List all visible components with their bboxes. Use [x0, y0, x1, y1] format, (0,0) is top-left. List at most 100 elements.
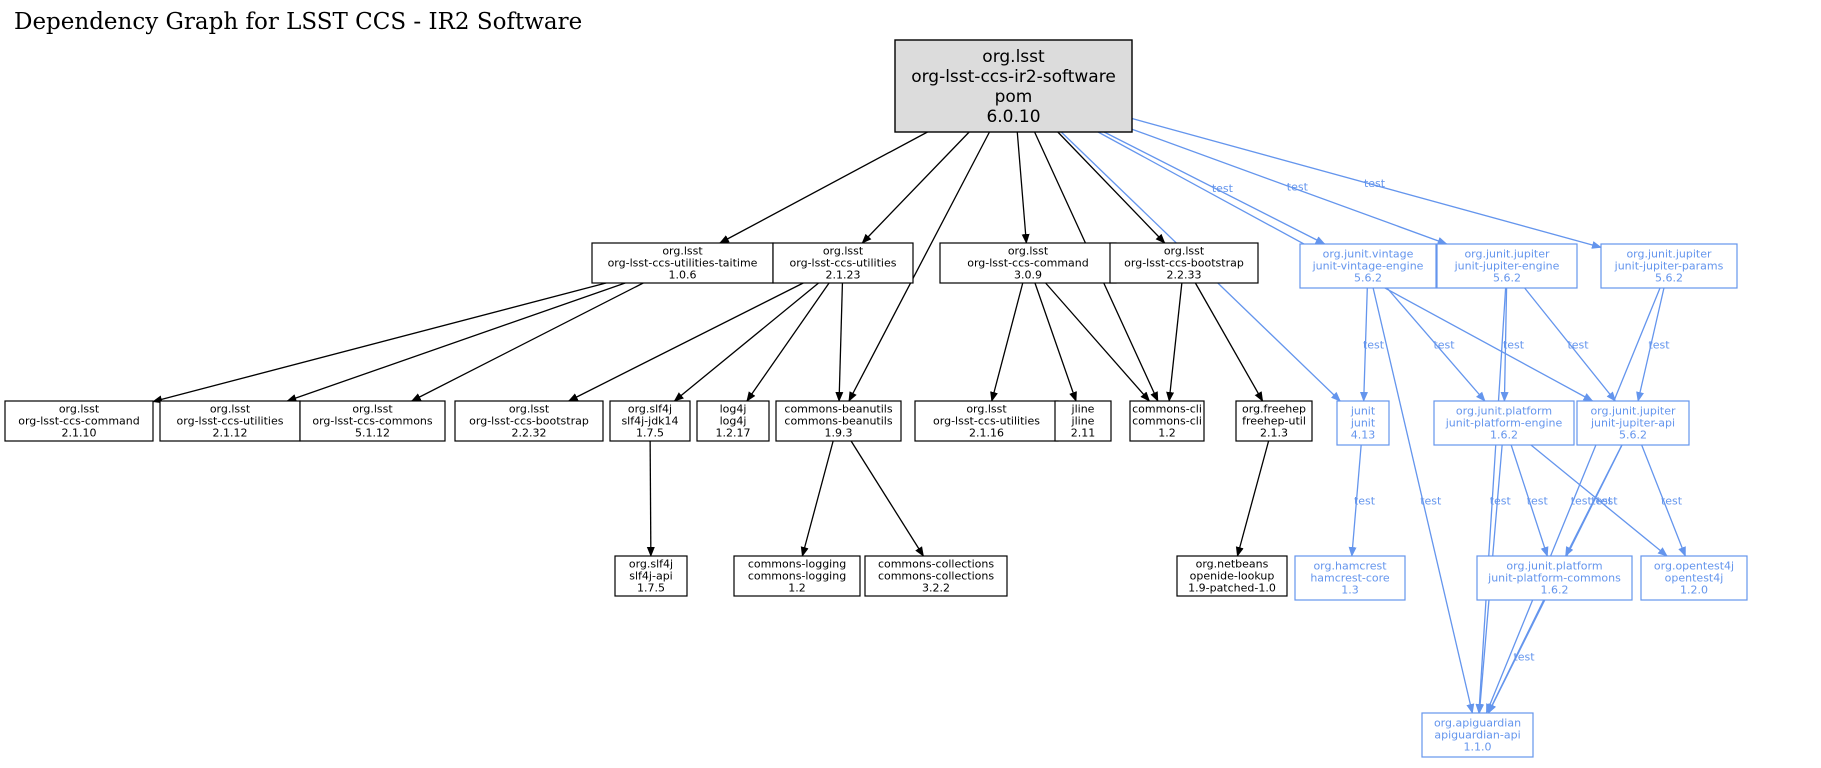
edge-label-test: test	[1420, 495, 1442, 508]
node-label-line: 3.2.2	[922, 582, 950, 595]
node-box	[939, 242, 1117, 284]
edge-label-test: test	[1364, 177, 1386, 190]
node-box	[1433, 400, 1575, 446]
node-label-line: org.lsst	[662, 245, 703, 258]
node-label-line: junit	[1350, 405, 1376, 418]
edge-line	[1131, 117, 1602, 249]
edge-line	[861, 131, 970, 244]
node-box	[1235, 400, 1313, 442]
node-label-line: 1.9-patched-1.0	[1188, 582, 1276, 595]
node-label-line: org.hamcrest	[1313, 560, 1387, 573]
node-label-line: 1.2	[1158, 427, 1176, 440]
edge-label-test: test	[1661, 495, 1683, 508]
node-label-line: org.slf4j	[629, 558, 673, 571]
edge-root-to-vintage: test	[1103, 131, 1326, 245]
node-taitime: org.lsstorg-lsst-ccs-utilities-taitime1.…	[591, 242, 774, 284]
edge-line	[1057, 131, 1166, 244]
node-label-line: org.slf4j	[628, 403, 672, 416]
node-box	[775, 400, 902, 442]
edge-beanutils-to-collections	[850, 440, 924, 557]
node-label-line: junit-vintage-engine	[1312, 260, 1424, 273]
edge-juppar-to-apiguard: test	[1485, 287, 1661, 714]
node-label-line: org.apiguardian	[1434, 717, 1521, 730]
node-label-line: 2.11	[1071, 427, 1096, 440]
node-label-line: org-lsst-ccs-utilities	[177, 415, 284, 428]
node-label-line: jline	[1071, 403, 1095, 416]
node-label-line: commons-logging	[748, 558, 846, 571]
node-label-line: 2.2.32	[512, 427, 547, 440]
edge-root-to-taitime	[719, 131, 928, 244]
node-label-line: junit-platform-commons	[1487, 572, 1621, 585]
edge-line	[567, 282, 804, 402]
node-box	[1299, 243, 1437, 289]
node-label-line: commons-collections	[878, 570, 994, 583]
node-label-line: org.lsst	[1008, 245, 1049, 258]
edge-taitime-to-cmd2110	[152, 282, 607, 404]
edge-line	[1103, 131, 1326, 245]
edge-cmd309-to-util2116	[990, 282, 1024, 402]
node-box	[1054, 400, 1112, 442]
node-label-line: org.junit.jupiter	[1626, 248, 1712, 261]
node-label-line: org.lsst	[59, 403, 100, 416]
node-label-line: org.opentest4j	[1654, 560, 1734, 573]
node-label-line: 1.2	[788, 582, 806, 595]
edge-util2123-to-slf4jjdk	[673, 282, 819, 402]
node-label-line: opentest4j	[1665, 572, 1724, 585]
node-box	[1421, 712, 1534, 758]
node-label-line: org-lsst-ccs-utilities	[790, 257, 897, 270]
edge-label-test: test	[1567, 339, 1589, 352]
node-label-line: org-lsst-ccs-command	[18, 415, 140, 428]
node-box	[696, 400, 770, 442]
edge-line	[1636, 287, 1665, 402]
node-box	[614, 555, 688, 597]
edge-line	[646, 440, 655, 557]
edge-line	[1045, 282, 1151, 402]
node-label-line: slf4j-api	[629, 570, 672, 583]
edge-line	[286, 282, 626, 402]
node-label-line: org.lsst	[352, 403, 393, 416]
node-box	[1576, 400, 1690, 446]
node-label-line: 1.6.2	[1541, 584, 1569, 597]
edge-line	[1641, 444, 1686, 557]
node-box	[1640, 555, 1748, 601]
edge-taitime-to-util2112	[286, 282, 626, 402]
edge-line	[1359, 287, 1368, 402]
node-box	[4, 400, 154, 442]
edge-line	[1166, 282, 1183, 402]
node-label-line: org-lsst-ccs-ir2-software	[911, 67, 1116, 87]
node-label-line: 5.6.2	[1354, 272, 1382, 285]
edge-line	[850, 440, 924, 557]
edge-util2123-to-beanutils	[835, 282, 844, 402]
node-label-line: junit	[1350, 417, 1376, 430]
node-label-line: 2.2.33	[1167, 269, 1202, 282]
edge-label-test: test	[1354, 495, 1376, 508]
node-root: org.lsstorg-lsst-ccs-ir2-softwarepom6.0.…	[894, 39, 1133, 133]
edge-taitime-to-commons5112	[410, 282, 644, 402]
edge-platcom-to-apiguard: test	[1487, 599, 1545, 714]
node-label-line: 6.0.10	[986, 107, 1040, 127]
node-label-line: junit-jupiter-api	[1590, 417, 1675, 430]
edge-root-to-jupeng: test	[1131, 128, 1448, 245]
node-label-line: slf4j-jdk14	[621, 415, 678, 428]
edge-vintage-to-junit: test	[1359, 287, 1385, 402]
edge-label-test: test	[1212, 182, 1234, 195]
edge-util2123-to-boot2232	[567, 282, 804, 402]
node-label-line: 1.7.5	[637, 582, 665, 595]
edge-plateng-to-platcom: test	[1510, 444, 1548, 557]
node-label-line: org.junit.platform	[1506, 560, 1602, 573]
node-label-line: org-lsst-ccs-bootstrap	[469, 415, 589, 428]
edge-line	[1194, 282, 1264, 402]
node-label-line: jline	[1071, 415, 1095, 428]
node-box	[1476, 555, 1633, 601]
edge-jupeng-to-jupapi: test	[1524, 287, 1616, 402]
edge-jupapi-to-opentest: test	[1641, 444, 1686, 557]
